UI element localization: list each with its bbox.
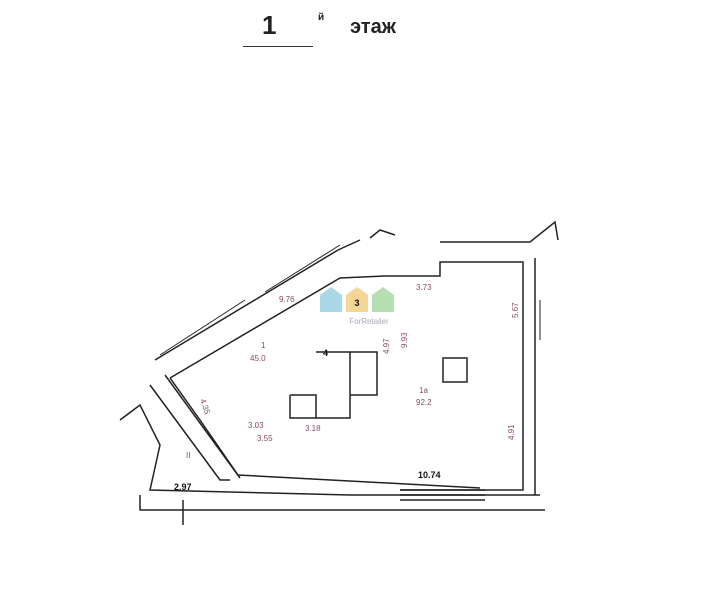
- room-1-id: 1: [261, 341, 266, 350]
- watermark-text: ForRetailer: [349, 317, 389, 326]
- room-1a-area: 92.2: [416, 398, 432, 407]
- room-4-id: 4: [323, 348, 328, 358]
- dim-3-55: 3.55: [257, 434, 273, 443]
- room-II-id: II: [186, 451, 190, 460]
- watermark-logo: 3 ForRetailer: [320, 287, 394, 326]
- dim-2-97: 2.97: [174, 482, 192, 492]
- floor-number: 1: [262, 10, 277, 40]
- dim-4-35: 4.35: [198, 398, 212, 416]
- dim-10-74: 10.74: [418, 470, 441, 480]
- dim-4-91: 4.91: [507, 424, 516, 440]
- room-1-area: 45.0: [250, 354, 266, 363]
- watermark-badge: 3: [354, 298, 359, 308]
- window-hatching: [159, 244, 541, 356]
- dim-3-73: 3.73: [416, 283, 432, 292]
- dim-5-67: 5.67: [511, 302, 520, 318]
- dim-9-76: 9.76: [279, 295, 295, 304]
- floor-word: этаж: [350, 16, 396, 38]
- floor-number-underline: [243, 46, 313, 47]
- dim-4-97: 4.97: [382, 338, 391, 354]
- floor-suffix: й: [318, 12, 325, 23]
- room-1a-id: 1а: [419, 386, 428, 395]
- dim-3-18: 3.18: [305, 424, 321, 433]
- dim-3-03: 3.03: [248, 421, 264, 430]
- walls: [119, 220, 559, 525]
- dim-9-93: 9.93: [400, 332, 409, 348]
